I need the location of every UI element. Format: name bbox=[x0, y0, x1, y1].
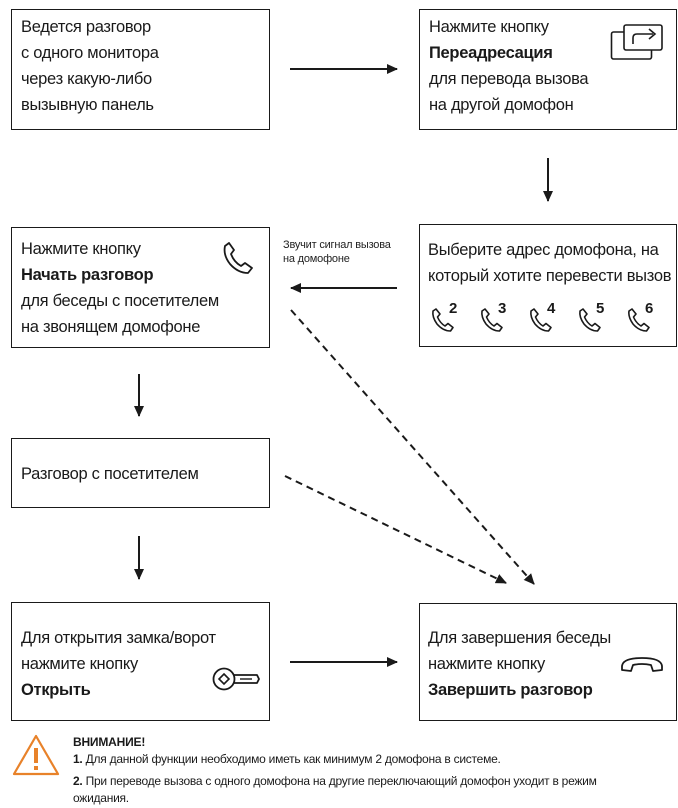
address-number: 5 bbox=[596, 300, 605, 317]
step2-line4: на другой домофон bbox=[429, 96, 574, 114]
forward-screen-icon bbox=[610, 24, 663, 60]
handset-icon bbox=[223, 242, 253, 274]
address-number: 6 bbox=[645, 300, 654, 317]
warning-item-2-text-line1: При переводе вызова с одного домофона на… bbox=[85, 774, 597, 788]
step-end-talk-text: Для завершения беседы нажмите кнопку Зав… bbox=[428, 625, 611, 703]
warning-title: ВНИМАНИЕ! bbox=[73, 735, 146, 749]
signal-note-line2: на домофоне bbox=[283, 253, 350, 265]
step-open-lock-text: Для открытия замка/ворот нажмите кнопку … bbox=[21, 625, 216, 703]
end-talk-button-label: Завершить разговор bbox=[428, 681, 593, 699]
step-current-call-text: Ведется разговор с одного монитора через… bbox=[21, 14, 159, 118]
dashed-arrow-step4-to-step7 bbox=[290, 309, 535, 585]
step-start-talk-text: Нажмите кнопку Начать разговор для бесед… bbox=[21, 236, 219, 340]
step2-line3: для перевода вызова bbox=[429, 70, 589, 88]
warning-item-1-number: 1. bbox=[73, 752, 83, 766]
step-open-lock-box bbox=[11, 602, 270, 721]
step7-line1: Для завершения беседы bbox=[428, 629, 611, 647]
address-number: 2 bbox=[449, 300, 458, 317]
warning-item-2-text-line2: ожидания. bbox=[73, 791, 129, 805]
step-select-address-box bbox=[419, 224, 677, 347]
warning-item-1-text: Для данной функции необходимо иметь как … bbox=[85, 752, 501, 766]
hangup-icon bbox=[621, 657, 663, 672]
step7-line2: нажмите кнопку bbox=[428, 655, 545, 673]
warning-item-2-number: 2. bbox=[73, 774, 83, 788]
step3-line1: Выберите адрес домофона, на bbox=[428, 241, 659, 259]
step1-line: через какую-либо bbox=[21, 70, 152, 88]
signal-note-line1: Звучит сигнал вызова bbox=[283, 239, 391, 251]
step4-line1: Нажмите кнопку bbox=[21, 240, 141, 258]
step-start-talk-box bbox=[11, 227, 270, 348]
step-talking-box bbox=[11, 438, 270, 508]
warning-icon bbox=[12, 734, 60, 776]
step4-line3: для беседы с посетителем bbox=[21, 292, 219, 310]
start-talk-button-label: Начать разговор bbox=[21, 266, 154, 284]
step1-line: вызывную панель bbox=[21, 96, 154, 114]
address-number: 3 bbox=[498, 300, 507, 317]
address-icons-row: 2 3 4 5 6 bbox=[430, 300, 670, 334]
handset-icon bbox=[579, 308, 601, 332]
step-end-talk-box bbox=[419, 603, 677, 721]
step1-line: с одного монитора bbox=[21, 44, 159, 62]
step2-line1: Нажмите кнопку bbox=[429, 18, 549, 36]
step5-line1: Разговор с посетителем bbox=[21, 465, 199, 483]
key-icon bbox=[212, 667, 260, 691]
open-button-label: Открыть bbox=[21, 681, 91, 699]
dashed-arrow-step5-to-step7 bbox=[284, 475, 507, 584]
handset-icon bbox=[481, 308, 503, 332]
step-forward-button-text: Нажмите кнопку Переадресация для перевод… bbox=[429, 14, 589, 118]
step4-line4: на звонящем домофоне bbox=[21, 318, 201, 336]
step1-line: Ведется разговор bbox=[21, 18, 151, 36]
warning-item-1: 1. Для данной функции необходимо иметь к… bbox=[73, 751, 501, 768]
address-number: 4 bbox=[547, 300, 556, 317]
step6-line1: Для открытия замка/ворот bbox=[21, 629, 216, 647]
handset-icon bbox=[530, 308, 552, 332]
handset-icon bbox=[628, 308, 650, 332]
signal-note: Звучит сигнал вызова на домофоне bbox=[283, 238, 391, 266]
forward-button-label: Переадресация bbox=[429, 44, 553, 62]
warning-item-2: 2. При переводе вызова с одного домофона… bbox=[73, 773, 597, 807]
step6-line2: нажмите кнопку bbox=[21, 655, 138, 673]
step-select-address-text: Выберите адрес домофона, на который хоти… bbox=[428, 237, 671, 289]
handset-icon bbox=[432, 308, 454, 332]
step-current-call-box bbox=[11, 9, 270, 130]
step3-line2: который хотите перевести вызов bbox=[428, 267, 672, 285]
